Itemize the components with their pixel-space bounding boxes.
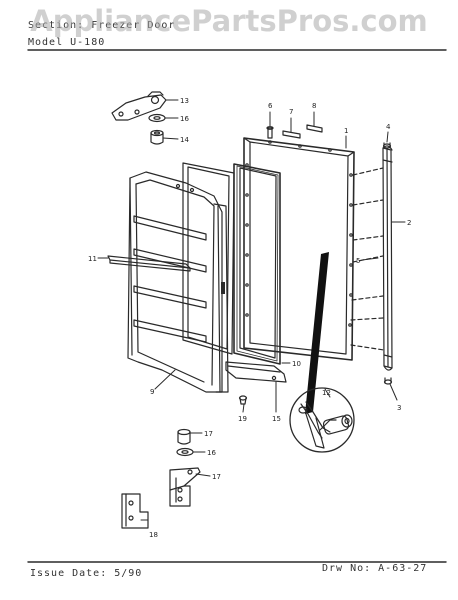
callout-16-bottom: 16: [207, 449, 216, 457]
handle-pad-8: [306, 124, 323, 133]
bottom-screw: [238, 395, 248, 405]
callout-11: 11: [88, 255, 97, 263]
section-label: Section:: [28, 20, 85, 31]
door-pin: [266, 126, 274, 139]
callout-13: 13: [180, 97, 189, 105]
callout-7: 7: [289, 108, 293, 116]
top-hinge-plate: [111, 91, 167, 121]
callout-5: 5: [356, 257, 360, 265]
issue-date: Issue Date: 5/90: [30, 568, 143, 579]
callout-14: 14: [180, 136, 189, 144]
section-header: Section: Freezer Door: [28, 20, 175, 31]
callout-1: 1: [344, 127, 348, 135]
breaker-strip-frame: [182, 162, 235, 355]
bottom-hinge-washer: [176, 447, 194, 457]
handle-bottom-cap: [383, 377, 393, 385]
top-hinge-washer: [148, 113, 166, 123]
callout-15: 15: [272, 415, 281, 423]
bottom-trim-strip: [225, 361, 287, 383]
top-hinge-bushing: [150, 129, 164, 145]
inner-door-liner: [127, 171, 229, 393]
handle-pad-7: [282, 130, 301, 139]
bottom-hinge-bushing: [177, 428, 191, 445]
callout-3: 3: [397, 404, 401, 412]
callout-4: 4: [386, 123, 391, 131]
callout-leaders: [97, 99, 406, 521]
callout-18: 17: [204, 430, 213, 438]
door-latch: [298, 401, 353, 449]
handle-top-cap: [382, 142, 392, 149]
drawing-number: Drw No: A-63-27: [322, 563, 428, 574]
bottom-hinge-bracket: [169, 467, 201, 507]
latch-detail-circle: [289, 387, 355, 453]
callout-6: 6: [268, 102, 273, 110]
callout-17: 17: [212, 473, 221, 481]
callout-9: 9: [150, 388, 154, 396]
latch-leader: [305, 252, 329, 414]
shelf-bar: [107, 255, 191, 272]
callout-8: 8: [312, 102, 316, 110]
callout-12: 12: [322, 389, 331, 397]
callout-19: 18: [149, 531, 158, 539]
callout-numbers: 13 16 14 6 7 8 1 4 2 5 11 9 10 19 15 12 …: [88, 97, 411, 539]
door-gasket: [233, 163, 281, 365]
model-value: U-180: [70, 37, 106, 48]
door-handle: [382, 145, 393, 371]
callout-16-top: 16: [180, 115, 189, 123]
hinge-shim: [121, 493, 149, 529]
callout-10: 10: [292, 360, 301, 368]
callout-2: 2: [407, 219, 411, 227]
callout-20: 19: [238, 415, 247, 423]
model-header: Model U-180: [28, 37, 105, 48]
section-value: Freezer Door: [91, 20, 176, 31]
model-label: Model: [28, 37, 64, 48]
outer-door-panel: [243, 137, 355, 361]
